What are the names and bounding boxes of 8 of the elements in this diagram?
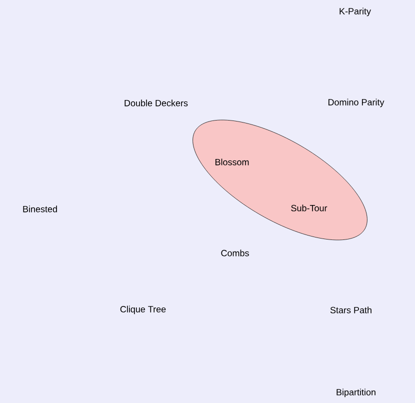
label: Bipartition bbox=[336, 388, 376, 398]
label: K-Parity bbox=[340, 8, 371, 16]
label: Stars Path bbox=[330, 306, 372, 314]
label: Domino Parity bbox=[328, 98, 384, 108]
label: Combs bbox=[221, 250, 249, 256]
label: Clique Tree bbox=[120, 306, 166, 314]
label: Double Deckers bbox=[124, 100, 188, 106]
label: Binested bbox=[23, 206, 57, 212]
